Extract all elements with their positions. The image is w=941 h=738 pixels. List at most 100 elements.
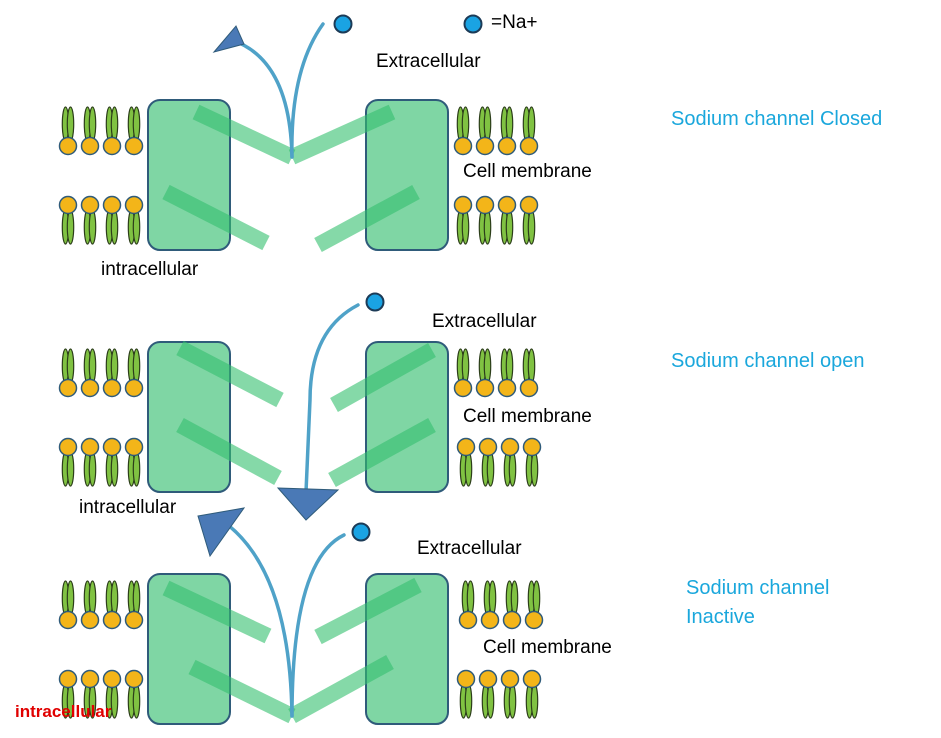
lipid-tail — [483, 209, 492, 245]
lipid-tail — [110, 683, 119, 719]
lipid-head — [58, 136, 78, 156]
lipid-head — [453, 136, 473, 156]
lipid-tail — [66, 209, 75, 245]
arrow-head — [197, 507, 246, 558]
lipid-head — [478, 437, 498, 457]
lipid-tail — [110, 209, 119, 245]
panel-inactive-extracellular-label: Extracellular — [417, 538, 522, 559]
panel-inactive-lipids — [58, 580, 544, 719]
lipid-tail — [132, 209, 141, 245]
lipid-head — [58, 669, 78, 689]
ion-paths — [197, 14, 483, 718]
lipid-tail — [510, 580, 519, 616]
lipid-head — [80, 195, 100, 215]
lipid-tail — [88, 451, 97, 487]
panel-inactive-caption-line-1: Sodium channel — [686, 577, 830, 599]
lipid-head — [475, 378, 495, 398]
na-ion-icon — [333, 14, 353, 34]
lipid-tail — [132, 451, 141, 487]
lipid-tail — [505, 209, 514, 245]
panel-open-caption: Sodium channel open — [671, 350, 865, 372]
lipid-tail — [88, 348, 97, 384]
lipid-head — [497, 378, 517, 398]
lipid-tail — [488, 580, 497, 616]
panel-open-intracellular-label: intracellular — [79, 497, 177, 518]
na-ion-icon — [365, 292, 385, 312]
lipid-head — [519, 378, 539, 398]
lipid-head — [124, 669, 144, 689]
lipid-tail — [505, 348, 514, 384]
lipid-tail — [110, 348, 119, 384]
lipid-head — [497, 195, 517, 215]
arrow-head — [276, 487, 340, 521]
ion-path-out — [226, 523, 294, 718]
lipid-head — [102, 669, 122, 689]
lipid-tail — [88, 106, 97, 142]
lipid-head — [124, 378, 144, 398]
lipid-head — [456, 669, 476, 689]
lipid-head — [124, 610, 144, 630]
lipid-head — [102, 437, 122, 457]
lipid-head — [522, 669, 542, 689]
lipid-head — [80, 610, 100, 630]
panel-closed-membrane-label: Cell membrane — [463, 161, 592, 182]
panel-open-lipids — [58, 348, 542, 487]
gate-bar — [176, 340, 284, 408]
gate-bar — [188, 659, 296, 724]
lipid-tail — [461, 209, 470, 245]
lipid-tail — [483, 348, 492, 384]
panel-open-membrane-label: Cell membrane — [463, 406, 592, 427]
ion-path-out — [230, 38, 294, 159]
lipid-tail — [527, 348, 536, 384]
gate-bar — [330, 343, 436, 412]
lipid-tail — [66, 348, 75, 384]
lipid-tail — [461, 348, 470, 384]
gate-bar — [314, 184, 420, 253]
lipid-tail — [88, 580, 97, 616]
ion-path-in — [304, 303, 360, 494]
lipid-tail — [461, 106, 470, 142]
lipid-head — [453, 378, 473, 398]
lipid-tail — [527, 106, 536, 142]
lipid-head — [80, 669, 100, 689]
panel-inactive-caption-line-2: Inactive — [686, 606, 755, 628]
lipid-tail — [110, 106, 119, 142]
lipid-head — [80, 136, 100, 156]
lipid-head — [478, 669, 498, 689]
lipid-head — [80, 437, 100, 457]
lipid-tail — [505, 106, 514, 142]
lipid-tail — [466, 580, 475, 616]
panel-closed-extracellular-label: Extracellular — [376, 51, 481, 72]
lipid-head — [58, 610, 78, 630]
lipid-tail — [66, 580, 75, 616]
gate-bar — [314, 577, 422, 645]
lipid-tail — [132, 683, 141, 719]
lipid-head — [502, 610, 522, 630]
ion-path-in — [290, 533, 346, 718]
lipid-head — [500, 669, 520, 689]
lipid-head — [524, 610, 544, 630]
gate-bar — [288, 654, 394, 724]
channel-protein-left — [147, 341, 231, 493]
lipid-tail — [110, 451, 119, 487]
membrane-phospholipids — [58, 106, 544, 719]
gate-bar — [192, 104, 296, 165]
lipid-head — [522, 437, 542, 457]
lipid-tail — [66, 106, 75, 142]
arrow-head — [212, 25, 245, 53]
gate-bar — [288, 104, 396, 165]
lipid-tail — [530, 683, 539, 719]
lipid-tail — [132, 348, 141, 384]
lipid-head — [58, 195, 78, 215]
lipid-head — [80, 378, 100, 398]
gate-bar — [162, 580, 272, 644]
panel-inactive-membrane-label: Cell membrane — [483, 637, 612, 658]
lipid-head — [475, 136, 495, 156]
lipid-tail — [530, 451, 539, 487]
gate-bar — [176, 417, 282, 486]
panel-inactive-intracellular-label: intracellular — [15, 702, 112, 721]
legend-na-ion-icon — [463, 14, 483, 34]
panel-closed-lipids — [58, 106, 539, 245]
lipid-tail — [88, 209, 97, 245]
